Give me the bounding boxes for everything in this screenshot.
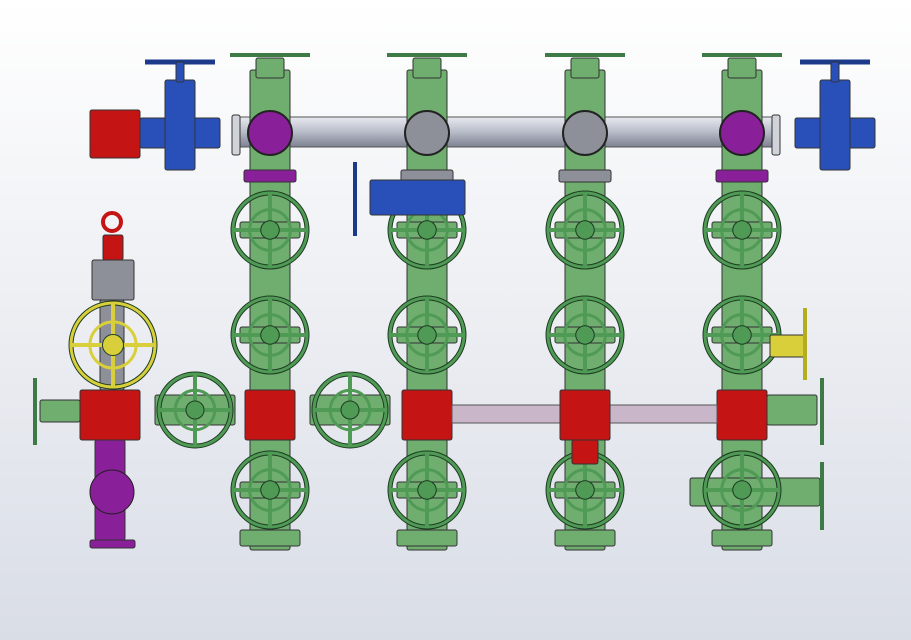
yellow-side-valve bbox=[769, 308, 807, 380]
handwheel-icon bbox=[156, 371, 234, 449]
header-flange-right bbox=[771, 114, 781, 156]
choke-valve bbox=[353, 162, 466, 236]
handwheel-icon bbox=[387, 450, 467, 530]
red-actuator-box bbox=[89, 109, 141, 159]
handwheel-icon bbox=[702, 450, 782, 530]
valve-body bbox=[769, 334, 806, 358]
bottom-flange bbox=[711, 529, 773, 547]
valve-column-4 bbox=[702, 53, 782, 551]
handwheel-icon bbox=[545, 190, 625, 270]
flange bbox=[243, 169, 297, 183]
cross-block-outlet bbox=[571, 439, 599, 465]
lifting-ring-icon bbox=[101, 211, 123, 233]
left-wellhead bbox=[33, 211, 158, 549]
bonnet bbox=[255, 57, 285, 79]
valve-body bbox=[369, 179, 466, 216]
bonnet bbox=[727, 57, 757, 79]
yellow-handwheel-icon bbox=[68, 300, 158, 390]
tee-fitting bbox=[404, 110, 450, 156]
cross-block-middle bbox=[559, 389, 611, 441]
bottom-flange bbox=[554, 529, 616, 547]
cross-block bbox=[401, 389, 453, 441]
handwheel-icon bbox=[311, 371, 389, 449]
tee-fitting bbox=[562, 110, 608, 156]
red-bonnet bbox=[102, 234, 124, 261]
stem bbox=[830, 61, 840, 83]
handwheel-icon bbox=[702, 295, 782, 375]
valve-body bbox=[766, 394, 818, 426]
tee-fitting bbox=[247, 110, 293, 156]
handwheel-icon bbox=[230, 450, 310, 530]
bottom-flange bbox=[239, 529, 301, 547]
purple-tee bbox=[89, 469, 135, 515]
handwheel-icon bbox=[545, 295, 625, 375]
side-valve bbox=[39, 399, 81, 423]
bottom-flange bbox=[89, 539, 136, 549]
handwheel-icon bbox=[230, 190, 310, 270]
bonnet bbox=[412, 57, 442, 79]
tee-fitting bbox=[719, 110, 765, 156]
gray-block bbox=[91, 259, 135, 301]
horizontal-valve bbox=[309, 371, 391, 449]
handwheel-icon bbox=[230, 295, 310, 375]
bonnet bbox=[570, 57, 600, 79]
cross-block bbox=[244, 389, 296, 441]
flange bbox=[715, 169, 769, 183]
header-flange-left bbox=[231, 114, 241, 156]
cross-block bbox=[716, 389, 768, 441]
bottom-flange bbox=[396, 529, 458, 547]
stem bbox=[175, 61, 185, 83]
cross-block bbox=[79, 389, 141, 441]
left-header-valve bbox=[89, 59, 221, 171]
horizontal-valve bbox=[154, 371, 236, 449]
right-header-valve bbox=[794, 59, 876, 171]
bonnet bbox=[164, 79, 196, 171]
header-pipe bbox=[234, 116, 781, 148]
handwheel-icon bbox=[702, 190, 782, 270]
valve-column-1 bbox=[230, 53, 310, 551]
right-outlet-valves bbox=[689, 378, 824, 530]
handwheel-icon bbox=[387, 295, 467, 375]
flange bbox=[558, 169, 612, 183]
bonnet bbox=[819, 79, 851, 171]
